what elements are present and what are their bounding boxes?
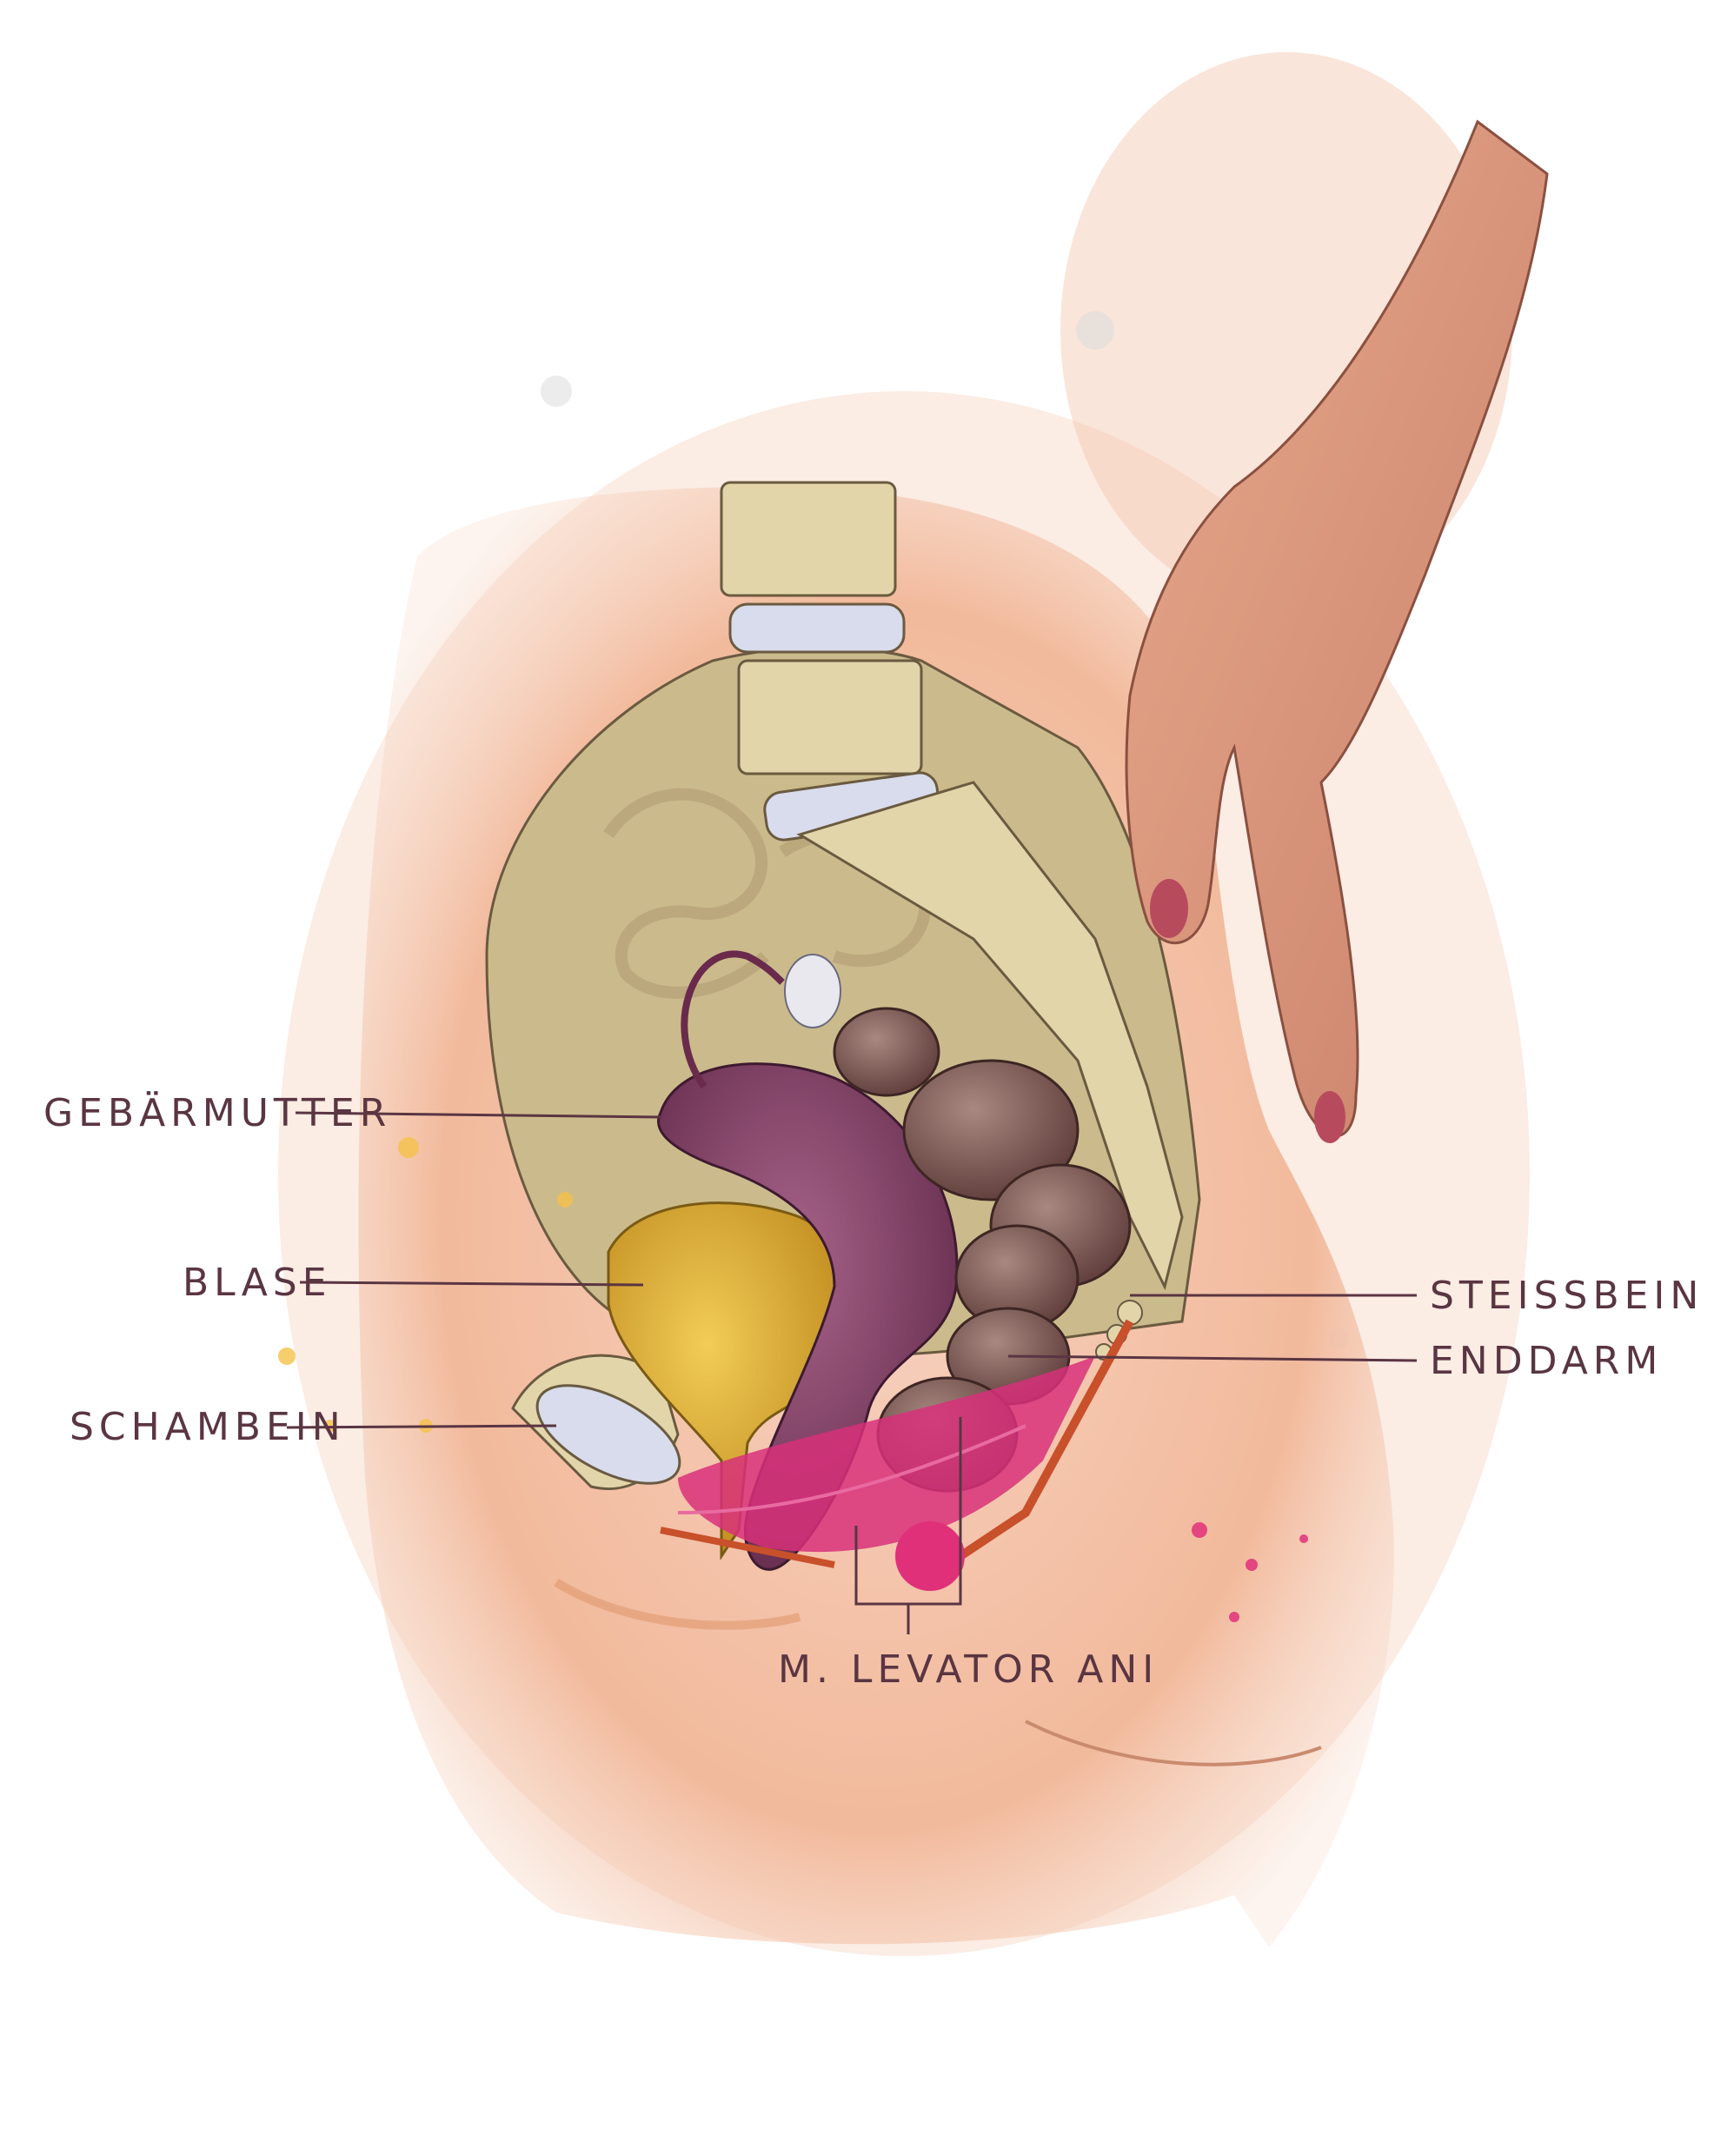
label-rectum: ENDDARM (1430, 1339, 1663, 1383)
label-bladder: BLASE (183, 1261, 332, 1305)
label-uterus: GEBÄRMUTTER (43, 1090, 391, 1135)
label-pubic-bone: SCHAMBEIN (70, 1405, 346, 1449)
label-coccyx: STEISSBEIN (1430, 1274, 1704, 1318)
label-levator-ani: M. LEVATOR ANI (778, 1647, 1159, 1692)
